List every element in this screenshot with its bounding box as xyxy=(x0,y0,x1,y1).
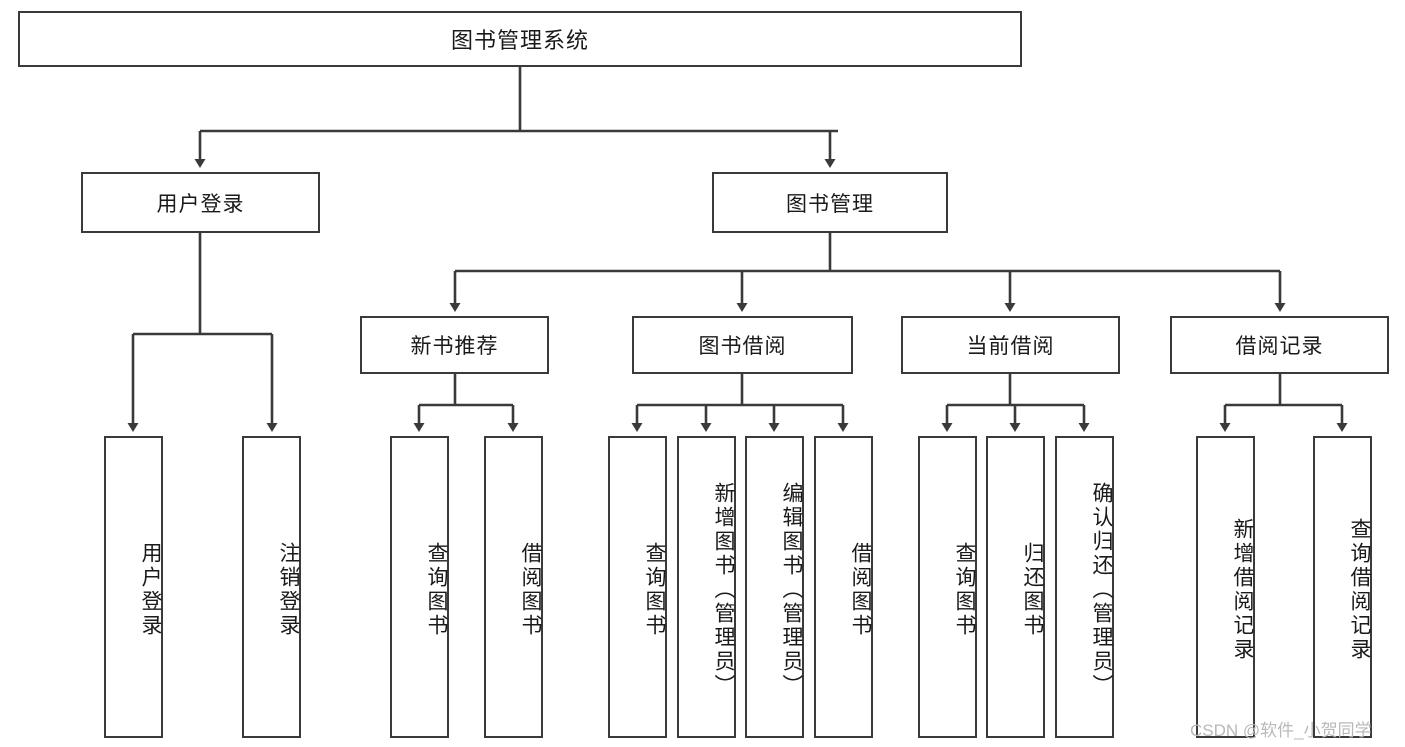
node-user-login-label: 用户登录 xyxy=(156,192,245,216)
node-current-borrow[interactable]: 当前借阅 xyxy=(901,316,1120,374)
node-leaf-add-book-label: 新增图书（管理员） xyxy=(712,482,735,698)
node-root[interactable]: 图书管理系统 xyxy=(18,11,1022,67)
node-leaf-logout[interactable]: 注销登录 xyxy=(242,436,301,738)
connectors xyxy=(127,67,1348,432)
node-leaf-borrow-book-1-label: 借阅图书 xyxy=(519,542,542,638)
node-current-borrow-label: 当前借阅 xyxy=(966,335,1055,358)
node-book-manage[interactable]: 图书管理 xyxy=(712,172,948,233)
node-leaf-add-record-label: 新增借阅记录 xyxy=(1231,518,1254,662)
node-leaf-edit-book-label: 编辑图书（管理员） xyxy=(780,482,803,698)
node-borrow-record[interactable]: 借阅记录 xyxy=(1170,316,1389,374)
node-leaf-query-book-3[interactable]: 查询图书 xyxy=(918,436,977,738)
node-leaf-confirm-return-label: 确认归还（管理员） xyxy=(1090,482,1113,698)
node-leaf-user-login[interactable]: 用户登录 xyxy=(104,436,163,738)
node-leaf-query-record[interactable]: 查询借阅记录 xyxy=(1313,436,1372,738)
node-leaf-query-book-2-label: 查询图书 xyxy=(643,542,666,638)
node-leaf-borrow-book-1[interactable]: 借阅图书 xyxy=(484,436,543,738)
node-leaf-borrow-book-2[interactable]: 借阅图书 xyxy=(814,436,873,738)
node-leaf-borrow-book-2-label: 借阅图书 xyxy=(849,542,872,638)
node-leaf-query-book-1-label: 查询图书 xyxy=(425,542,448,638)
watermark: CSDN @软件_小贺同学 xyxy=(1190,721,1372,740)
node-leaf-edit-book[interactable]: 编辑图书（管理员） xyxy=(745,436,804,738)
node-leaf-add-record[interactable]: 新增借阅记录 xyxy=(1196,436,1255,738)
node-leaf-add-book[interactable]: 新增图书（管理员） xyxy=(677,436,736,738)
node-leaf-query-book-3-label: 查询图书 xyxy=(953,542,976,638)
node-book-borrow[interactable]: 图书借阅 xyxy=(632,316,853,374)
node-leaf-user-login-label: 用户登录 xyxy=(139,542,162,638)
node-user-login[interactable]: 用户登录 xyxy=(81,172,320,233)
node-new-book-rec-label: 新书推荐 xyxy=(410,335,499,358)
node-leaf-confirm-return[interactable]: 确认归还（管理员） xyxy=(1055,436,1114,738)
node-root-label: 图书管理系统 xyxy=(450,28,589,53)
node-leaf-return-book[interactable]: 归还图书 xyxy=(986,436,1045,738)
node-leaf-query-book-2[interactable]: 查询图书 xyxy=(608,436,667,738)
node-leaf-return-book-label: 归还图书 xyxy=(1021,542,1044,638)
node-new-book-rec[interactable]: 新书推荐 xyxy=(360,316,549,374)
node-book-manage-label: 图书管理 xyxy=(786,192,874,216)
node-leaf-query-record-label: 查询借阅记录 xyxy=(1348,518,1371,662)
node-leaf-logout-label: 注销登录 xyxy=(277,542,300,638)
node-leaf-query-book-1[interactable]: 查询图书 xyxy=(390,436,449,738)
node-book-borrow-label: 图书借阅 xyxy=(698,335,787,358)
node-borrow-record-label: 借阅记录 xyxy=(1235,335,1324,358)
